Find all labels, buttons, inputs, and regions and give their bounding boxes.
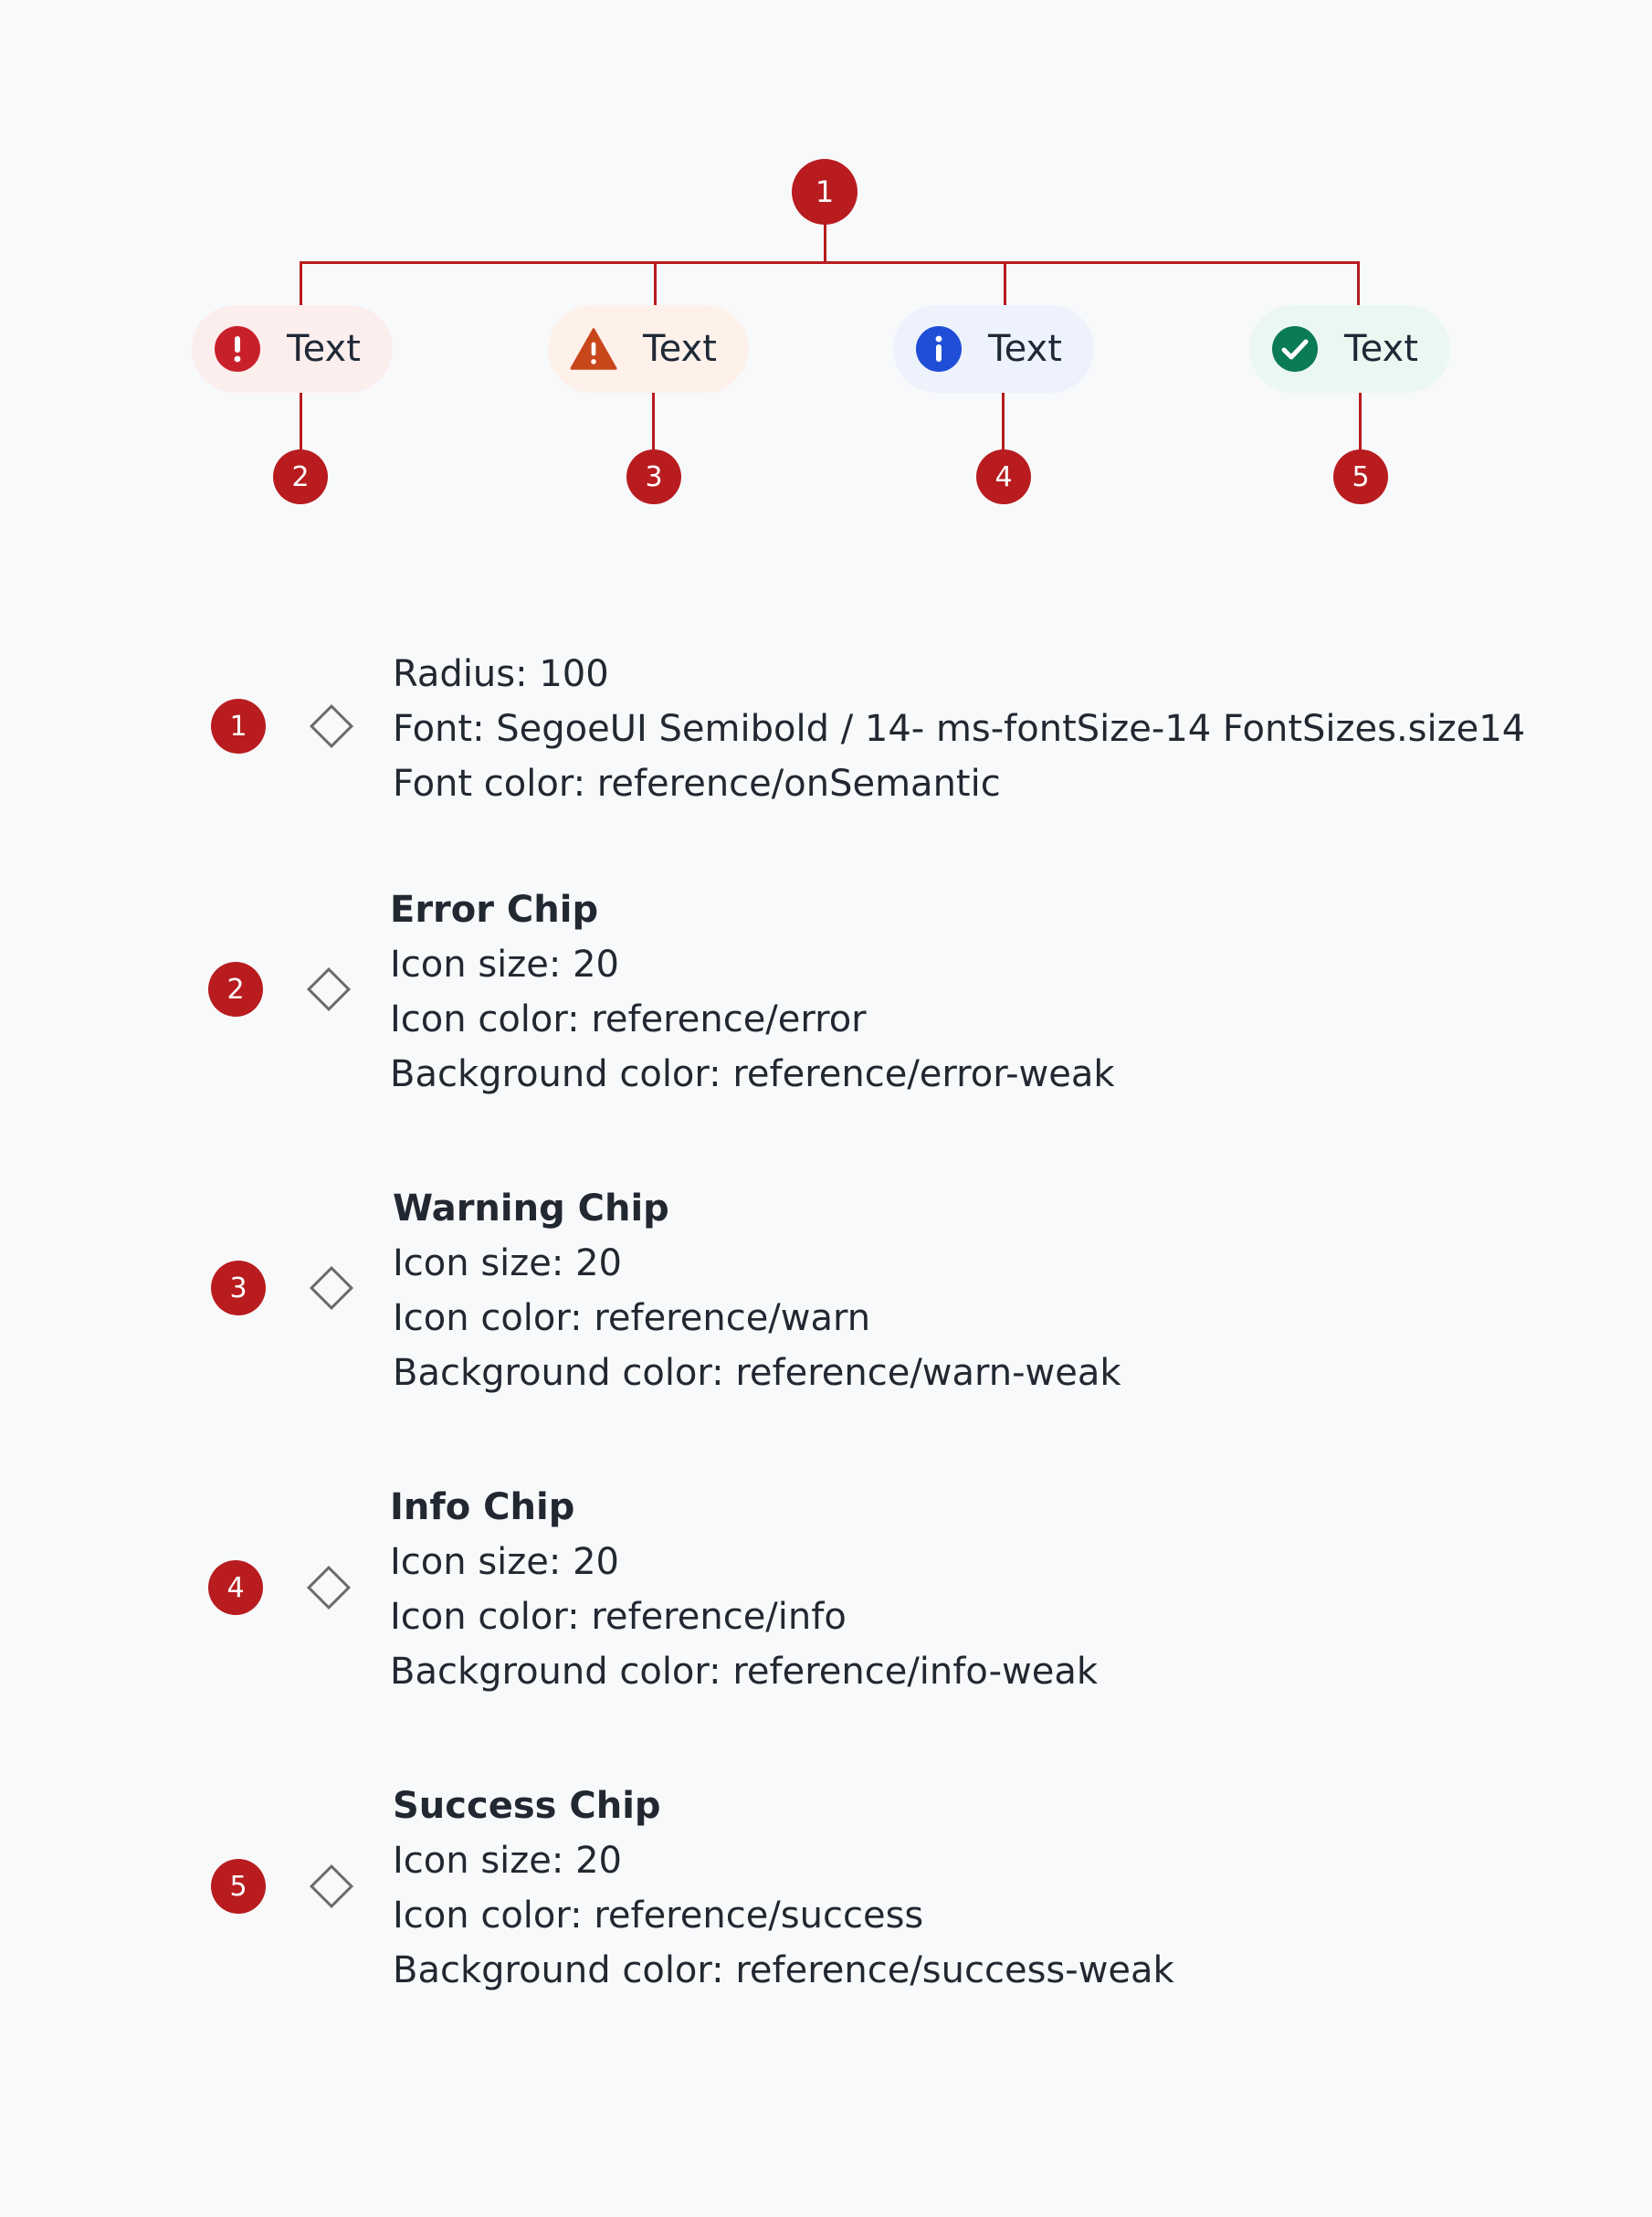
warning-chip: Text xyxy=(548,305,749,393)
error-chip-label: Text xyxy=(287,328,361,370)
spec-2-line-3: Background color: reference/error-weak xyxy=(390,1053,1115,1095)
spec-marker-4: 4 xyxy=(208,1560,263,1615)
chip-marker-2: 2 xyxy=(273,449,328,504)
spec-1-line-3: Font color: reference/onSemantic xyxy=(393,763,1001,805)
info-chip-label: Text xyxy=(988,328,1062,370)
spec-5-title: Success Chip xyxy=(393,1785,661,1827)
spec-3-line-1: Icon size: 20 xyxy=(393,1242,622,1284)
chip-marker-4: 4 xyxy=(976,449,1031,504)
spec-2-title: Error Chip xyxy=(390,889,599,931)
chip-1-top-line xyxy=(300,261,302,305)
spec-marker-1: 1 xyxy=(211,699,266,754)
error-chip: Text xyxy=(192,305,393,393)
horizontal-connector-line xyxy=(300,261,1360,264)
chip-marker-5: 5 xyxy=(1333,449,1388,504)
chip-3-top-line xyxy=(1004,261,1006,305)
spec-block-1: Radius: 100 Font: SegoeUI Semibold / 14-… xyxy=(393,647,1525,811)
chip-marker-3: 3 xyxy=(626,449,681,504)
spec-marker-5: 5 xyxy=(211,1859,266,1914)
spec-block-3: Warning Chip Icon size: 20 Icon color: r… xyxy=(393,1181,1121,1400)
spec-1-line-1: Radius: 100 xyxy=(393,653,609,695)
spec-5-line-3: Background color: reference/success-weak xyxy=(393,1949,1174,1991)
spec-block-2: Error Chip Icon size: 20 Icon color: ref… xyxy=(390,882,1115,1102)
chip-4-top-line xyxy=(1357,261,1360,305)
spec-diamond-3 xyxy=(309,1265,354,1311)
root-marker: 1 xyxy=(792,159,858,225)
checkmark-circle-icon xyxy=(1271,325,1319,373)
spec-1-line-2: Font: SegoeUI Semibold / 14- ms-fontSize… xyxy=(393,708,1526,750)
spec-5-line-2: Icon color: reference/success xyxy=(393,1895,924,1937)
chip-3-bottom-line xyxy=(1002,393,1005,451)
spec-marker-3: 3 xyxy=(211,1261,266,1315)
spec-marker-2: 2 xyxy=(208,962,263,1017)
spec-diamond-2 xyxy=(306,966,352,1012)
success-chip-label: Text xyxy=(1344,328,1418,370)
spec-4-line-2: Icon color: reference/info xyxy=(390,1596,847,1638)
chip-1-bottom-line xyxy=(300,393,302,451)
info-chip: Text xyxy=(893,305,1094,393)
warning-triangle-icon xyxy=(570,325,617,373)
spec-2-line-2: Icon color: reference/error xyxy=(390,998,867,1040)
spec-diamond-1 xyxy=(309,703,354,749)
spec-4-title: Info Chip xyxy=(390,1486,575,1528)
success-chip: Text xyxy=(1249,305,1450,393)
chip-4-bottom-line xyxy=(1359,393,1362,451)
warning-chip-label: Text xyxy=(643,328,717,370)
spec-4-line-3: Background color: reference/info-weak xyxy=(390,1651,1098,1693)
root-stem-line xyxy=(824,223,826,263)
error-circle-icon xyxy=(214,325,261,373)
spec-3-line-3: Background color: reference/warn-weak xyxy=(393,1352,1121,1394)
spec-5-line-1: Icon size: 20 xyxy=(393,1840,622,1882)
chip-2-bottom-line xyxy=(652,393,655,451)
spec-4-line-1: Icon size: 20 xyxy=(390,1541,619,1583)
spec-block-5: Success Chip Icon size: 20 Icon color: r… xyxy=(393,1779,1174,1998)
spec-diamond-5 xyxy=(309,1863,354,1909)
spec-block-4: Info Chip Icon size: 20 Icon color: refe… xyxy=(390,1480,1098,1699)
spec-3-title: Warning Chip xyxy=(393,1188,669,1230)
spec-diamond-4 xyxy=(306,1565,352,1610)
spec-2-line-1: Icon size: 20 xyxy=(390,944,619,986)
spec-3-line-2: Icon color: reference/warn xyxy=(393,1297,871,1339)
info-circle-icon xyxy=(915,325,963,373)
chip-2-top-line xyxy=(654,261,657,305)
